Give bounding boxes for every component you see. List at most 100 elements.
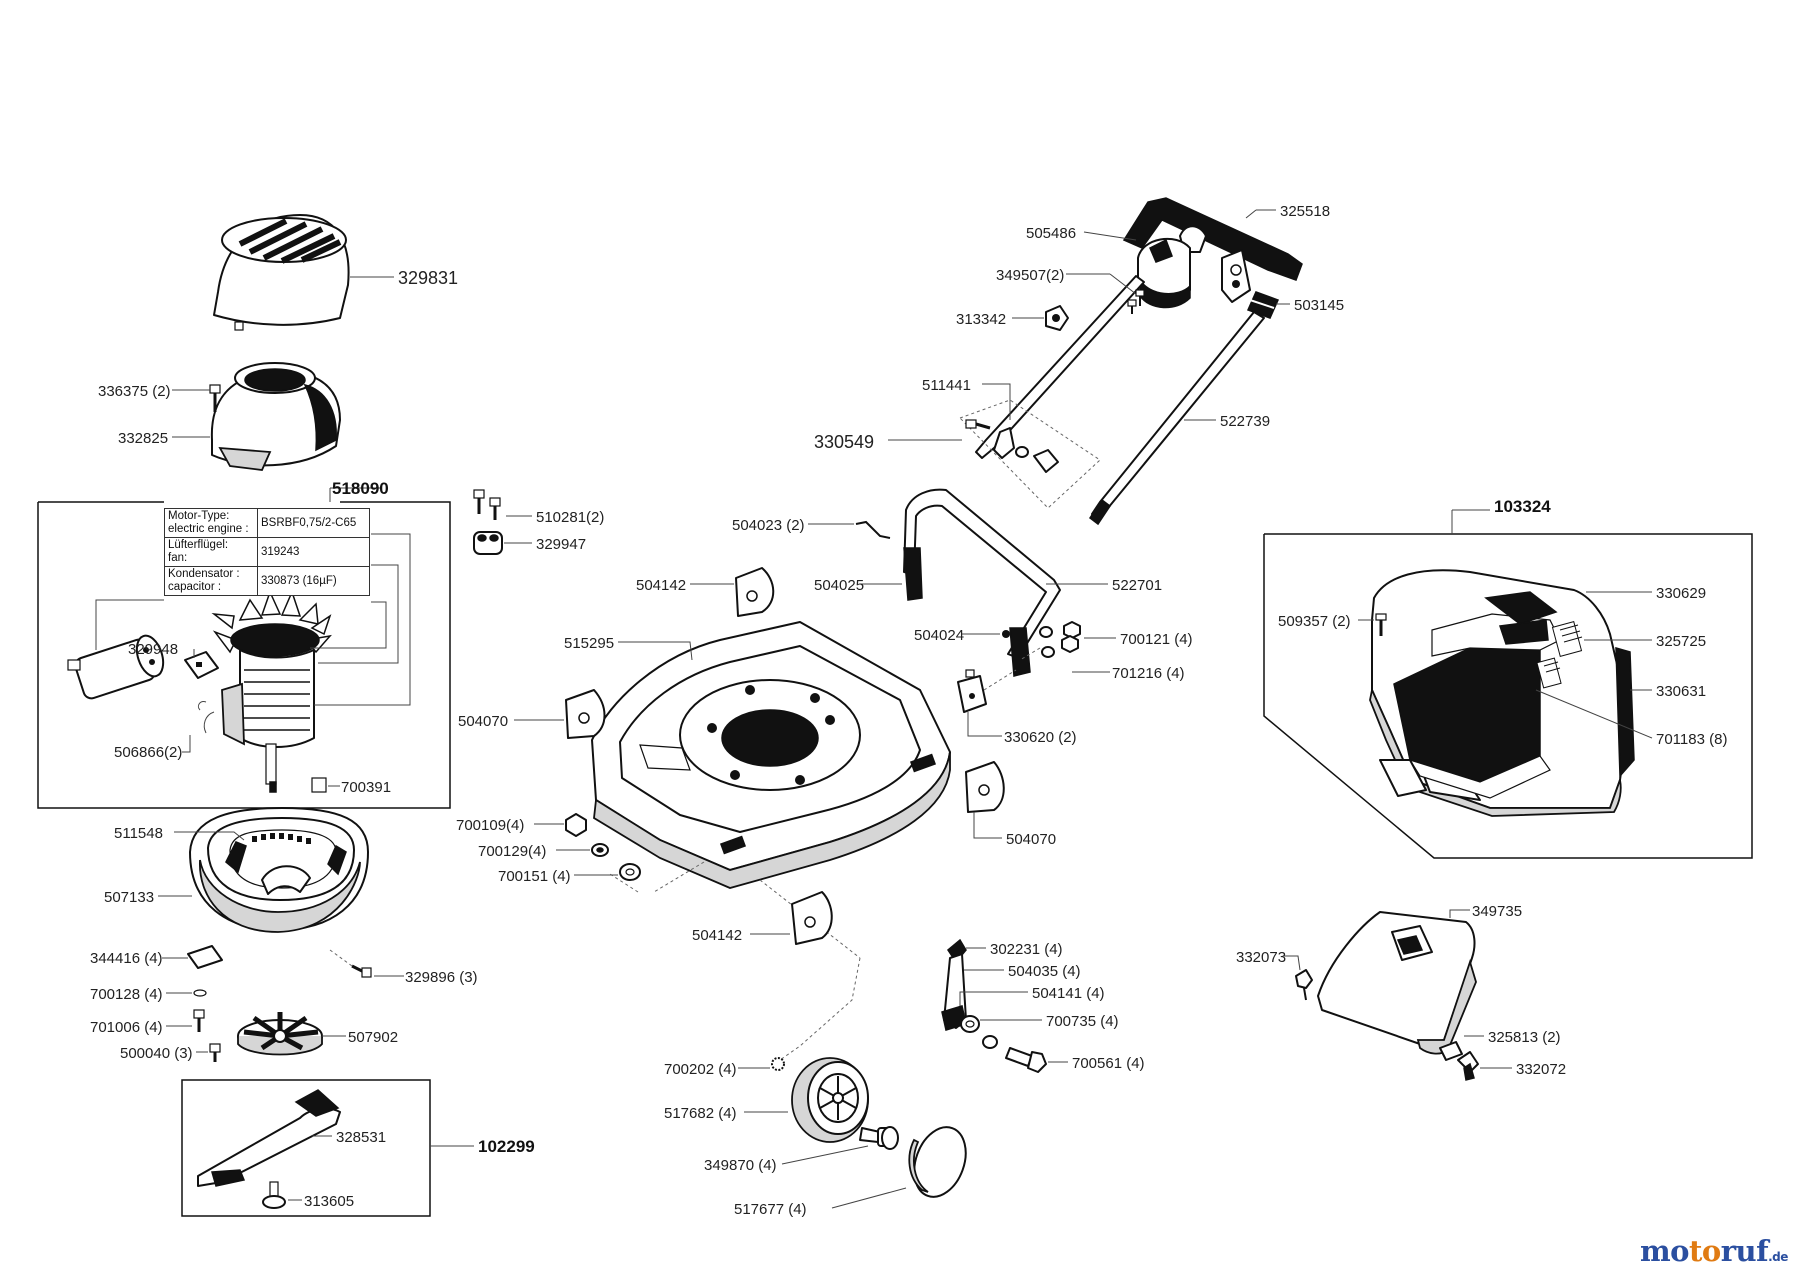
nut-700109 [565,813,587,837]
label-701216: 701216 (4) [1112,665,1185,682]
label-700128: 700128 (4) [90,986,163,1003]
label-504141: 504141 (4) [1032,985,1105,1002]
label-506866: 506866(2) [114,744,182,761]
spec-row-motor-type: Motor-Type: electric engine : BSRBF0,75/… [164,508,370,538]
label-500040: 500040 (3) [120,1045,193,1062]
nuts-700121 [1061,621,1081,653]
label-330549: 330549 [814,432,874,452]
clip-332072 [1457,1051,1479,1081]
motor-group-box [37,501,451,809]
motor-spec-table: Motor-Type: electric engine : BSRBF0,75/… [164,508,370,596]
clip-332073 [1295,969,1313,1001]
screw-701006 [193,1009,205,1032]
label-700561: 700561 (4) [1072,1055,1145,1072]
key-700391 [311,777,327,793]
capacitor [67,634,165,700]
label-700391: 700391 [341,779,391,796]
label-517677: 517677 (4) [734,1201,807,1218]
washers-701216 [1039,626,1055,658]
label-503145: 503145 [1294,297,1344,314]
spring-504023 [855,520,891,539]
motor-cover-329831 [213,214,350,331]
label-330620: 330620 (2) [1004,729,1077,746]
screw-500040 [209,1043,221,1062]
spec-capacitor-label-en: capacitor : [168,581,222,593]
switch-505486 [1137,238,1191,309]
label-102299: 102299 [478,1137,535,1156]
spec-fan-value: 319243 [257,537,370,567]
label-504070b: 504070 [1006,831,1056,848]
spacer-329947 [473,531,503,555]
label-701006: 701006 (4) [90,1019,163,1036]
spec-motor-type-label: Motor-Type: [168,510,230,522]
spec-key-capacitor: Kondensator : capacitor : [164,566,258,596]
bolt-313605 [262,1181,286,1209]
label-313342: 313342 [956,311,1006,328]
label-329831: 329831 [398,268,458,288]
bushing-325813 [1439,1041,1463,1061]
label-336375: 336375 (2) [98,383,171,400]
label-325813: 325813 (2) [1488,1029,1561,1046]
brand-part-2: to [1689,1234,1721,1268]
label-504023: 504023 (2) [732,517,805,534]
blade-328531 [197,1089,341,1187]
label-330631: 330631 [1656,683,1706,700]
label-325518: 325518 [1280,203,1330,220]
label-328531: 328531 [336,1129,386,1146]
label-700129: 700129(4) [478,843,546,860]
blade-group-box [181,1079,431,1217]
label-701183: 701183 (8) [1656,731,1727,748]
fan-507902 [237,1012,323,1056]
label-349735: 349735 [1472,903,1522,920]
label-349507: 349507(2) [996,267,1064,284]
label-507902: 507902 [348,1029,398,1046]
grass-catcher [1369,569,1635,817]
spec-row-capacitor: Kondensator : capacitor : 330873 (16µF) [164,566,370,596]
label-504142a: 504142 [636,577,686,594]
label-332072: 332072 [1516,1061,1566,1078]
label-700121: 700121 (4) [1120,631,1193,648]
wheel-517682 [791,1057,869,1143]
brand-part-3: ruf [1720,1234,1769,1268]
mower-deck-515295 [591,621,951,889]
label-329947: 329947 [536,536,586,553]
cable-clip-503145 [1221,249,1251,303]
grip-band-503145 [1246,291,1280,319]
fan-housing-332825 [210,362,341,471]
spec-motor-type-value: BSRBF0,75/2-C65 [257,508,370,538]
label-329948: 329948 [128,641,178,658]
catcher-group-box [1263,533,1753,859]
bracket-504025 [903,547,923,601]
connector-329948 [184,651,219,679]
label-504024: 504024 [914,627,964,644]
wheel-hub-700202 [771,1057,785,1071]
spec-motor-type-label-en: electric engine : [168,523,249,535]
upper-handle-325518 [1122,197,1303,281]
label-509357: 509357 (2) [1278,613,1351,630]
label-511441: 511441 [922,377,971,394]
knob-313342 [1045,305,1069,331]
label-332825: 332825 [118,430,168,447]
label-344416: 344416 (4) [90,950,163,967]
axle-bolt-349870 [859,1126,899,1150]
label-103324: 103324 [1494,497,1551,516]
label-700735: 700735 (4) [1046,1013,1119,1030]
label-504035: 504035 (4) [1008,963,1081,980]
label-522739: 522739 [1220,413,1270,430]
clamp-344416 [187,945,223,969]
label-330629: 330629 [1656,585,1706,602]
screws-510281 [473,489,501,520]
label-313605: 313605 [304,1193,354,1210]
label-504025: 504025 [814,577,864,594]
brand-logo[interactable]: motoruf.de [1640,1234,1788,1268]
label-349870: 349870 (4) [704,1157,777,1174]
label-700109: 700109(4) [456,817,524,834]
bracket-504024 [1009,627,1031,677]
handle-tube-left [975,275,1145,459]
hubcap-517677 [908,1126,967,1198]
motor-mount-507133 [189,807,369,933]
hardware-511441 [965,419,1059,473]
label-507133: 507133 [104,889,154,906]
